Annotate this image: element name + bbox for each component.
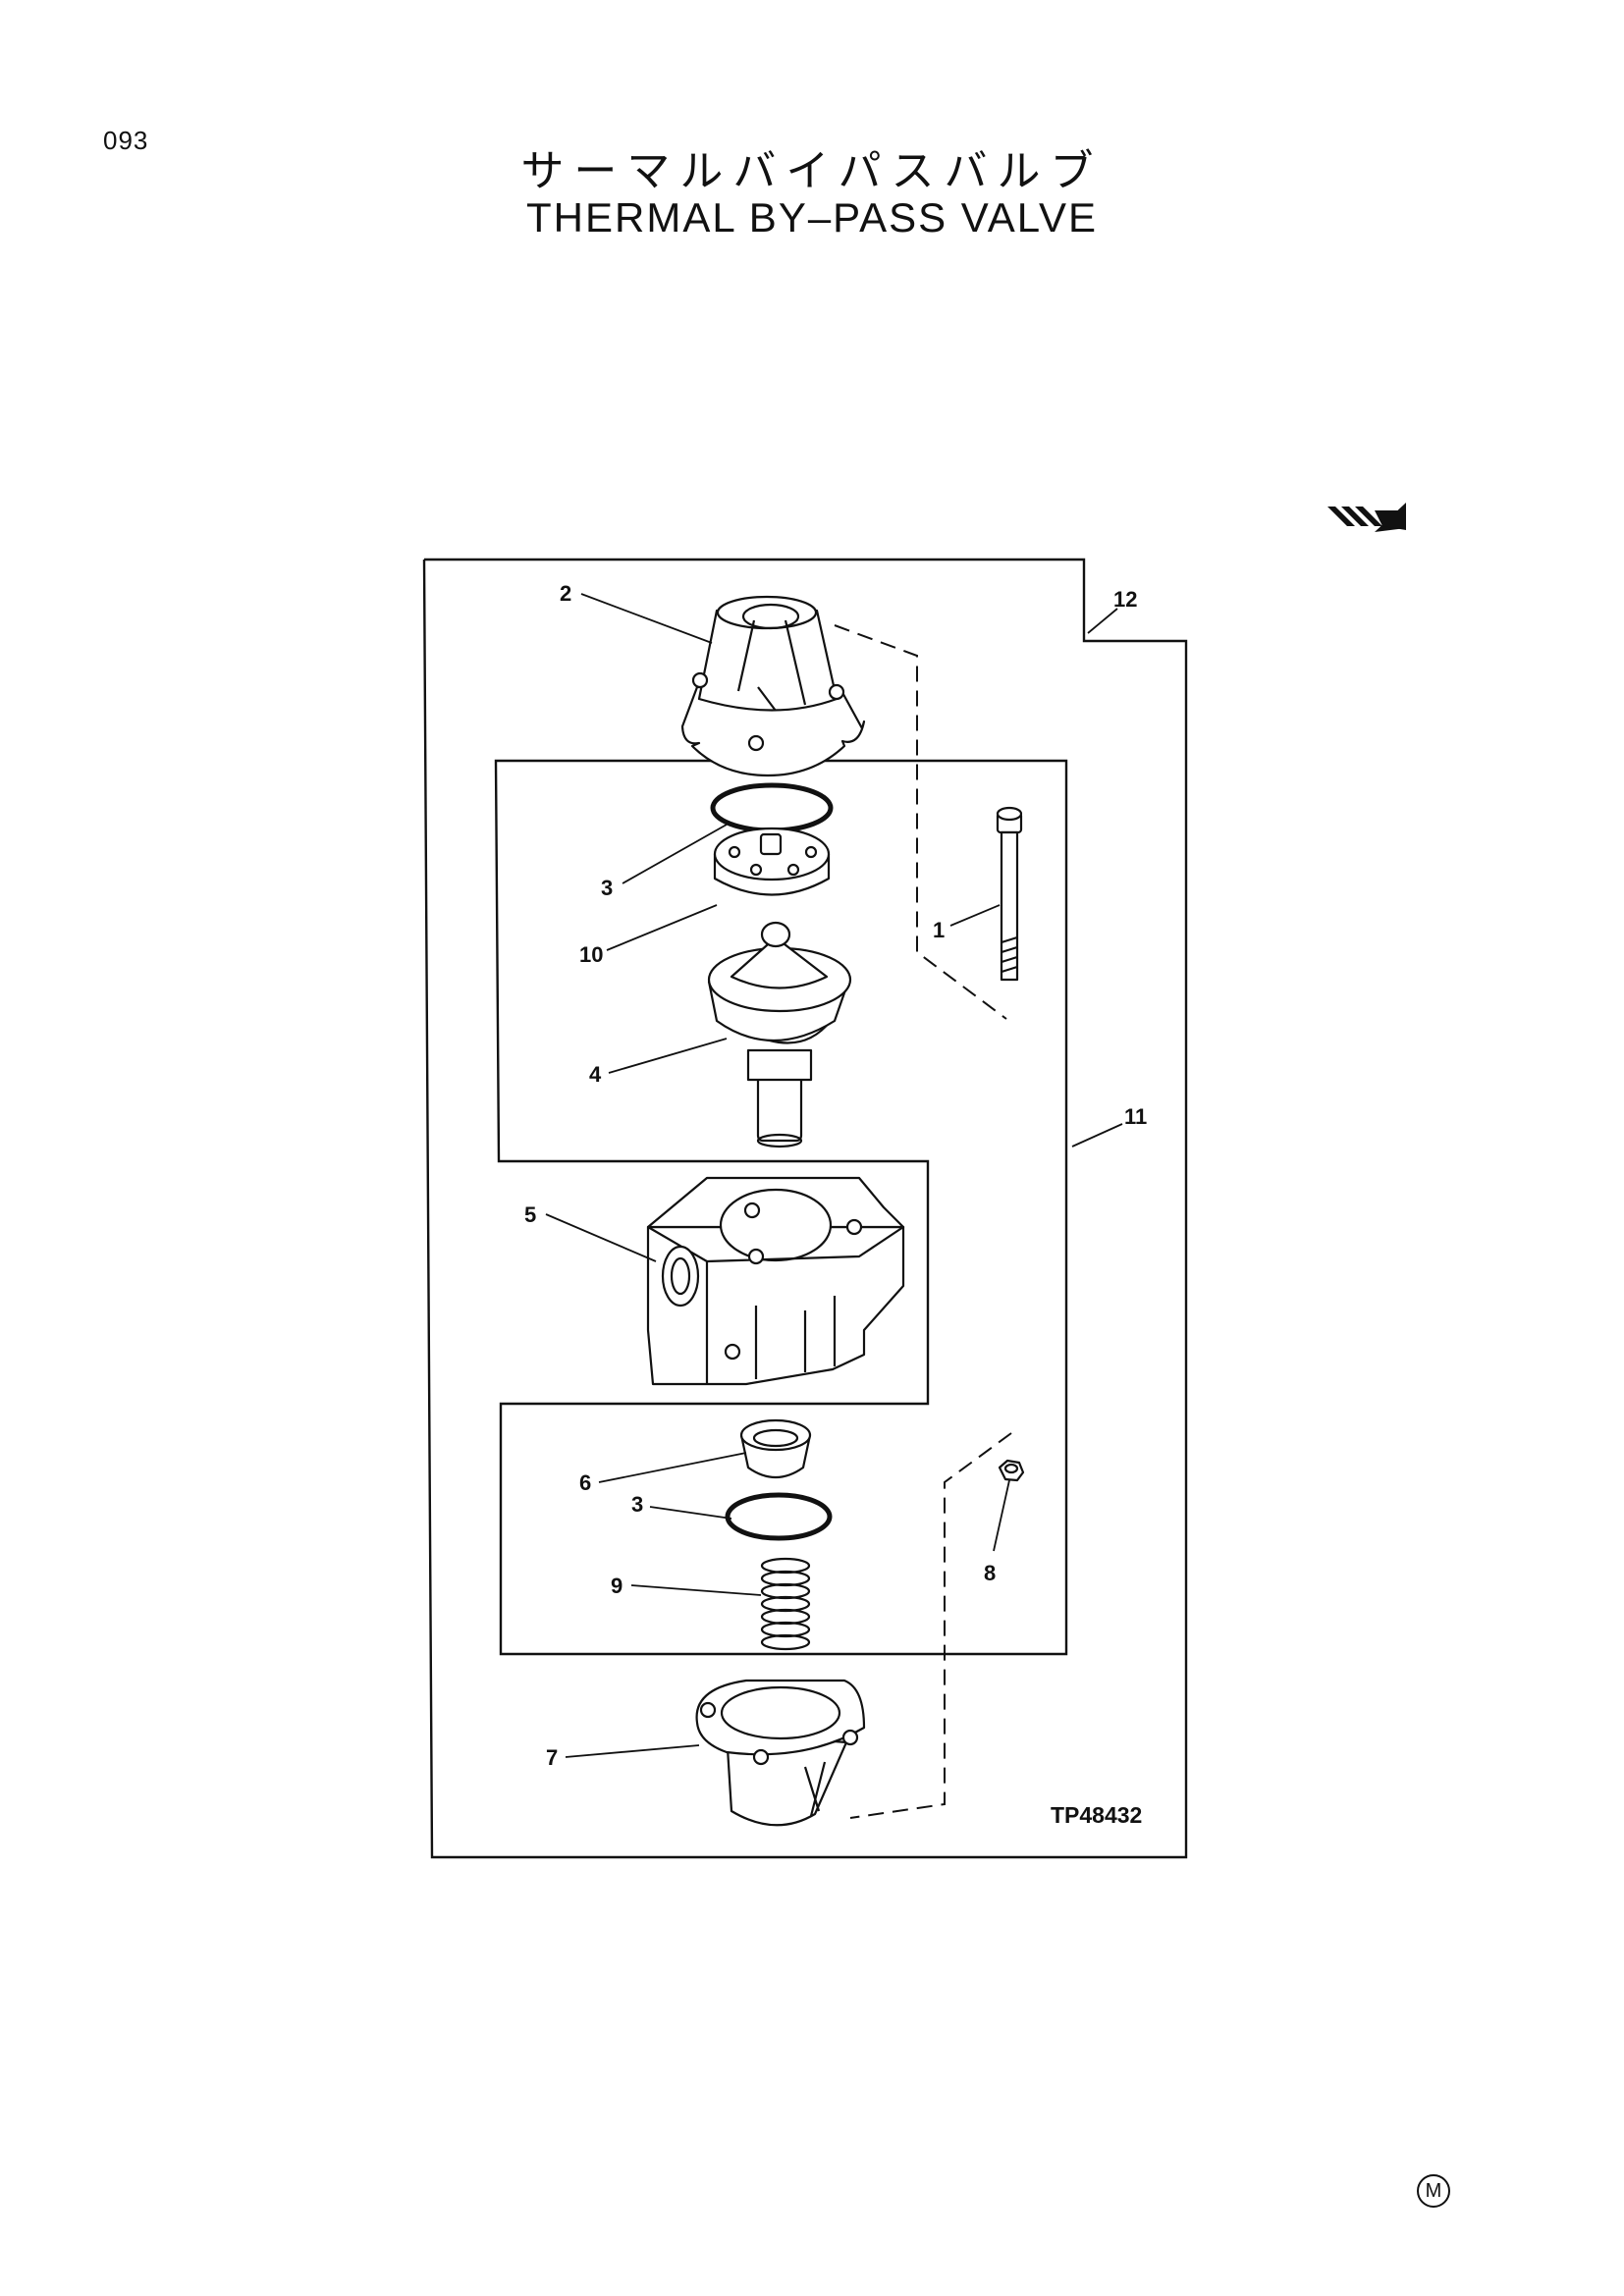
callout-6: 6 [579, 1470, 591, 1495]
callout-3-lower: 3 [631, 1492, 643, 1517]
callout-3-upper: 3 [601, 876, 613, 900]
page-number: 093 [103, 126, 149, 155]
m-circle-mark: M [1417, 2174, 1450, 2208]
title-english: THERMAL BY–PASS VALVE [526, 194, 1098, 240]
kit-12-boundary [422, 558, 1188, 1859]
title-japanese: サーマルバイパスバルブ [520, 146, 1104, 196]
callout-4: 4 [589, 1062, 602, 1087]
callout-5: 5 [524, 1202, 536, 1227]
callout-2: 2 [560, 581, 571, 606]
bolt-guide-upper [834, 624, 1007, 1020]
callout-12: 12 [1113, 587, 1137, 612]
part-8-nut [998, 1459, 1025, 1482]
part-4-thermostat [707, 921, 852, 1148]
leader-lines [545, 593, 1123, 1758]
figure-code: TP48432 [1051, 1802, 1142, 1828]
part-2-upper-cover [680, 595, 866, 777]
kit-11-boundary [494, 759, 1068, 1656]
callout-10: 10 [579, 942, 603, 967]
part-7-lower-cover [695, 1679, 866, 1827]
callout-8: 8 [984, 1561, 996, 1585]
front-direction-arrow-icon [1327, 503, 1406, 532]
part-3-o-ring-upper [710, 782, 834, 833]
part-9-spring [760, 1557, 811, 1651]
callout-1: 1 [933, 918, 945, 942]
callout-7: 7 [546, 1745, 558, 1770]
part-5-housing [646, 1176, 905, 1386]
part-3-o-ring-lower [725, 1492, 833, 1541]
callout-11: 11 [1124, 1104, 1147, 1129]
part-1-bolt [996, 806, 1023, 982]
part-6-cap [739, 1418, 812, 1478]
callout-9: 9 [611, 1574, 623, 1598]
part-10-plate [713, 827, 831, 896]
bolt-guide-lower [849, 1432, 1012, 1819]
